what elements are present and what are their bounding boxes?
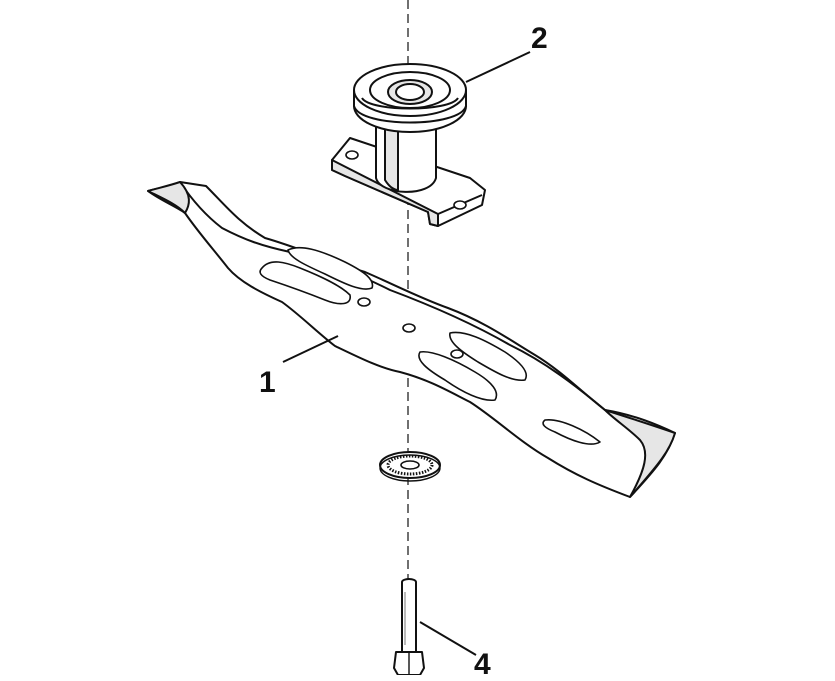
blade-hole-center	[402, 323, 416, 333]
mower-blade	[147, 181, 676, 498]
serrated-washer	[379, 451, 441, 482]
leader-line-4	[419, 621, 477, 656]
callout-number-1: 1	[259, 366, 276, 399]
callout-number-4: 4	[474, 648, 491, 681]
leader-line-2	[465, 51, 531, 83]
leader-line-1	[282, 335, 339, 363]
blade-hub	[331, 63, 486, 227]
blade-hole-right	[450, 349, 464, 359]
blade-hole-left	[357, 297, 371, 307]
bolt	[393, 578, 425, 675]
callout-number-2: 2	[531, 22, 548, 55]
